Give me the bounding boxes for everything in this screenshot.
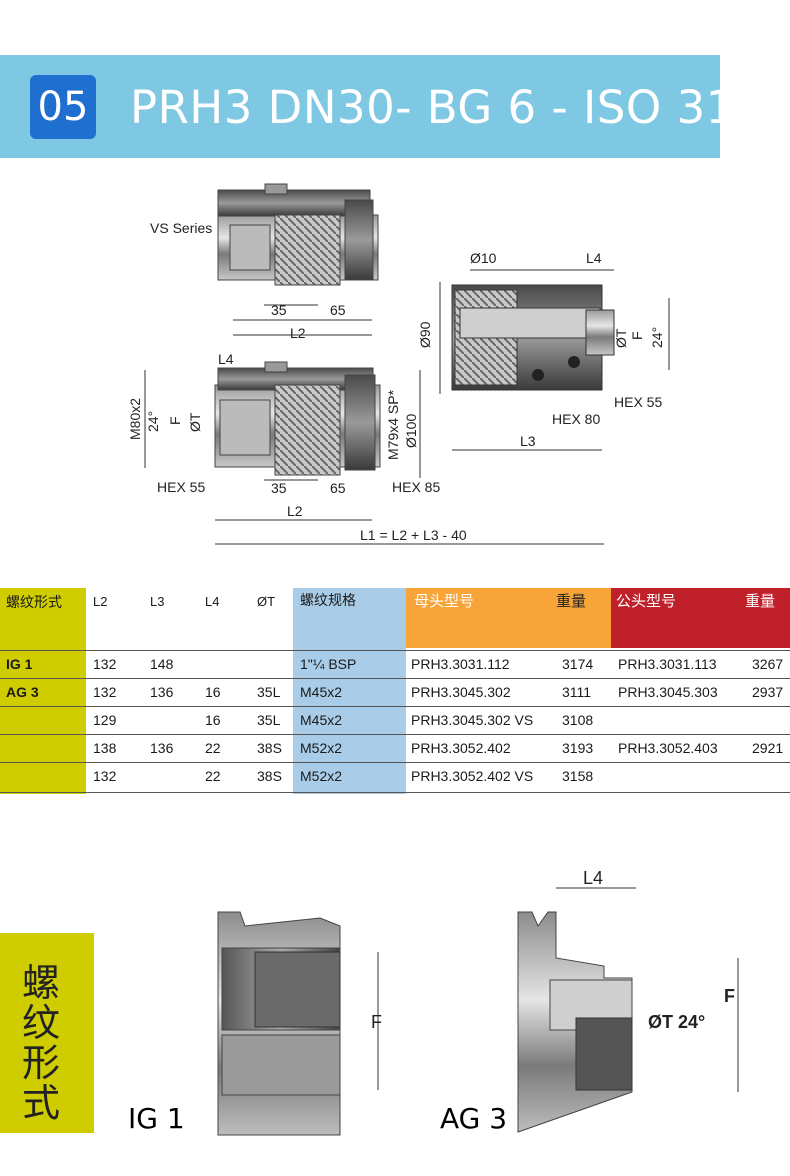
dim-l1: L1 = L2 + L3 - 40 (360, 527, 467, 543)
dim-dt-left: ØT (187, 412, 203, 432)
header-spec: 螺纹规格 (300, 592, 356, 608)
dim-m79: M79x4 SP* (385, 389, 401, 460)
vs-series-coupling (217, 183, 379, 286)
coupling-technical-drawing: VS Series 35 65 L2 Ø10 L4 Ø90 ØT F 24° H… (127, 183, 670, 545)
header-l3: L3 (150, 594, 165, 609)
dim-35-top: 35 (271, 302, 287, 318)
ig1-dim-f: F (371, 1012, 382, 1032)
header-t: ØT (257, 594, 276, 609)
header-male-weight: 重量 (745, 593, 776, 610)
ag3-dim-l4: L4 (583, 868, 603, 888)
dim-d90: Ø90 (417, 321, 433, 348)
header-l4: L4 (205, 594, 220, 609)
page-title: PRH3 DN30- BG 6 - ISO 31.5 (130, 81, 779, 134)
header-female-model: 母头型号 (414, 593, 475, 610)
dim-l3: L3 (520, 433, 536, 449)
dim-f-right: F (629, 331, 645, 340)
thread-type-side-label-bg (0, 933, 94, 1133)
thread-type-side-label: 螺纹形式 (21, 961, 60, 1125)
ig1-thread-drawing (217, 911, 341, 1136)
header-banner (0, 55, 720, 158)
section-number-badge: 05 (30, 75, 96, 139)
ag3-thread-drawing (517, 911, 633, 1133)
dim-hex55-right: HEX 55 (614, 394, 662, 410)
specification-table: 螺纹形式 L2 L3 L4 ØT 螺纹规格 母头型号 重量 公头型号 重量 IG… (0, 588, 790, 794)
female-header-bg (406, 588, 611, 648)
dim-dt-right: ØT (613, 328, 629, 348)
col-thread-type-bg (0, 588, 86, 794)
header-female-weight: 重量 (556, 593, 587, 610)
dim-24-left: 24° (145, 411, 161, 432)
dim-m80: M80x2 (127, 398, 143, 440)
ag3-dim-t24: ØT 24° (648, 1012, 705, 1032)
dim-l4-left: L4 (218, 351, 234, 367)
header-male-model: 公头型号 (616, 593, 677, 610)
vs-series-label: VS Series (150, 220, 212, 236)
dim-d10: Ø10 (470, 250, 497, 266)
dim-35-bottom: 35 (271, 480, 287, 496)
dim-hex85: HEX 85 (392, 479, 440, 495)
female-coupling (214, 361, 381, 476)
dim-24-right: 24° (649, 327, 665, 348)
header-l2: L2 (93, 594, 108, 609)
col-spec-bg (293, 588, 406, 794)
dim-d100: Ø100 (403, 414, 419, 448)
ag3-dim-f: F (724, 986, 735, 1006)
dim-l4-top: L4 (586, 250, 602, 266)
dim-65-top: 65 (330, 302, 346, 318)
dim-l2-top: L2 (290, 325, 306, 341)
dim-hex55-left: HEX 55 (157, 479, 205, 495)
ag3-label: AG 3 (440, 1102, 507, 1135)
male-header-bg (611, 588, 790, 648)
dim-f-left: F (167, 416, 183, 425)
ig1-label: IG 1 (128, 1102, 185, 1135)
male-coupling (451, 284, 615, 391)
dim-l2-bottom: L2 (287, 503, 303, 519)
thread-type-drawings: F IG 1 L4 F ØT 24° AG 3 (128, 868, 739, 1136)
dim-hex80: HEX 80 (552, 411, 600, 427)
dim-65-bottom: 65 (330, 480, 346, 496)
header-thread-type: 螺纹形式 (6, 594, 62, 610)
